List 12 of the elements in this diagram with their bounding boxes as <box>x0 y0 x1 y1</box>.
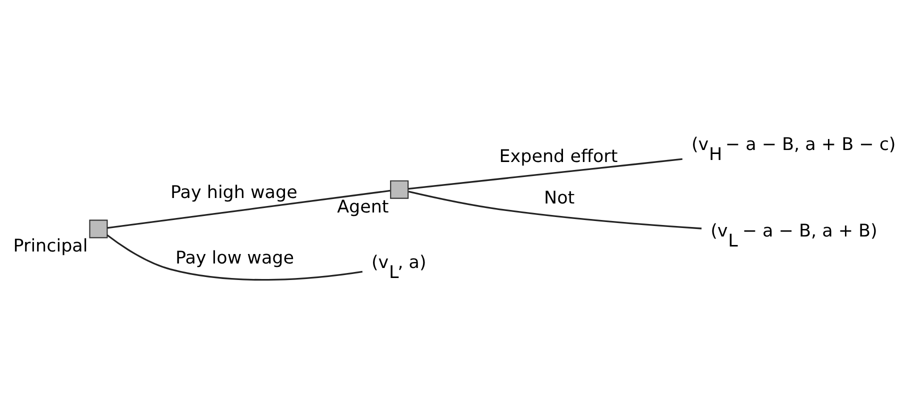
edge-label: Pay low wage <box>175 248 294 268</box>
node-box <box>89 219 108 238</box>
connector <box>106 234 363 280</box>
node-box <box>390 180 409 198</box>
edge-label: Pay high wage <box>170 182 298 203</box>
edge-label: Not <box>544 188 575 208</box>
node-label: Agent <box>337 196 389 217</box>
node-label: Principal <box>13 236 88 256</box>
connector <box>408 190 702 229</box>
connector <box>107 189 390 228</box>
edge-label: Expend effort <box>499 146 618 167</box>
connector <box>408 158 682 190</box>
